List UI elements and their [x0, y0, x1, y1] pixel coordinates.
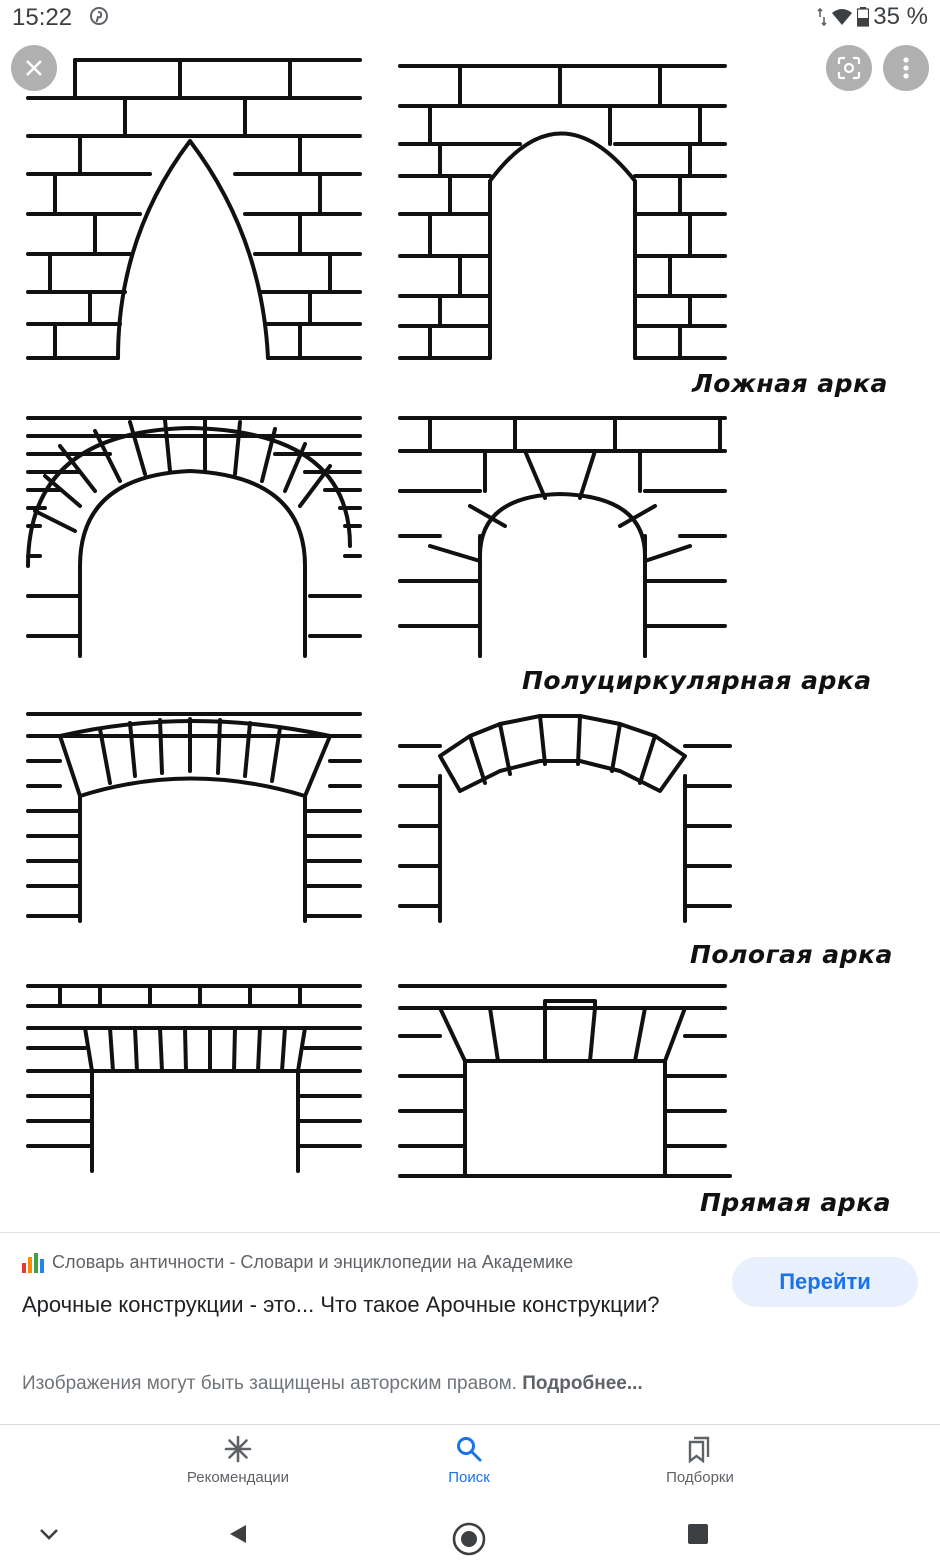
caption-false-arch-label: Ложная арка	[692, 369, 888, 398]
false-arch-stepped	[398, 64, 727, 360]
data-arrows-icon	[817, 7, 827, 27]
search-icon	[457, 1437, 482, 1462]
lens-button[interactable]	[826, 45, 872, 91]
collections-icon	[688, 1436, 710, 1463]
more-vert-icon	[903, 57, 909, 79]
more-options-button[interactable]	[883, 45, 929, 91]
battery-percent: 35 %	[873, 3, 928, 30]
collapse-button[interactable]	[38, 1522, 60, 1549]
caption-semicircular-label: Полуциркулярная арка	[522, 666, 872, 695]
semicircular-arch-stone	[398, 416, 727, 658]
false-arch-pointed	[26, 58, 362, 360]
copyright-text: Изображения могут быть защищены авторски…	[22, 1373, 517, 1394]
result-title[interactable]: Арочные конструкции - это... Что такое А…	[22, 1292, 660, 1317]
nav-search[interactable]: Поиск	[389, 1435, 549, 1486]
academic-favicon-icon	[22, 1251, 44, 1273]
back-button[interactable]	[226, 1522, 250, 1551]
close-icon	[26, 60, 42, 76]
source-name: Словарь античности - Словари и энциклопе…	[52, 1251, 574, 1272]
back-triangle-icon	[230, 1525, 246, 1543]
result-card: Словарь античности - Словари и энциклопе…	[0, 1232, 940, 1423]
recents-square-icon	[688, 1524, 708, 1544]
flat-arch-brick	[26, 984, 362, 1173]
wifi-icon	[832, 9, 853, 25]
close-button[interactable]	[11, 45, 57, 91]
segmental-arch-brick	[26, 712, 362, 923]
chevron-down-icon	[40, 1529, 58, 1540]
flat-arch-stone	[398, 984, 732, 1178]
lens-icon	[837, 56, 861, 80]
caption-flat-label: Прямая арка	[700, 1188, 892, 1217]
recents-button[interactable]	[686, 1522, 710, 1551]
battery-icon	[857, 7, 870, 27]
nav-search-label: Поиск	[448, 1469, 490, 1486]
arches-illustration	[26, 58, 732, 1178]
visit-button[interactable]: Перейти	[732, 1257, 918, 1307]
status-bar: 15:22 35 %	[0, 0, 940, 36]
caption-segmental-label: Пологая арка	[690, 940, 893, 969]
system-navigation-bar	[0, 1510, 940, 1567]
home-button[interactable]	[452, 1522, 486, 1561]
semicircular-arch-brick	[26, 416, 362, 658]
learn-more-link[interactable]: Подробнее...	[522, 1373, 643, 1394]
segmental-arch-stone	[398, 714, 732, 923]
nav-recommendations-label: Рекомендации	[186, 1469, 290, 1486]
pinterest-icon	[90, 7, 108, 25]
source-row[interactable]: Словарь античности - Словари и энциклопе…	[22, 1251, 573, 1273]
nav-collections-label: Подборки	[666, 1469, 734, 1486]
nav-collections[interactable]: Подборки	[620, 1435, 780, 1486]
copyright-notice: Изображения могут быть защищены авторски…	[22, 1373, 643, 1395]
image-viewer[interactable]: Ложная арка Полуциркулярная арка Пологая…	[0, 36, 940, 1232]
bottom-navigation: Рекомендации Поиск Подборки	[0, 1424, 940, 1511]
status-icons: 35 %	[817, 3, 928, 31]
asterisk-icon	[224, 1435, 252, 1463]
home-circle-icon	[452, 1522, 486, 1556]
status-time: 15:22	[12, 4, 73, 31]
nav-recommendations[interactable]: Рекомендации	[158, 1435, 318, 1486]
